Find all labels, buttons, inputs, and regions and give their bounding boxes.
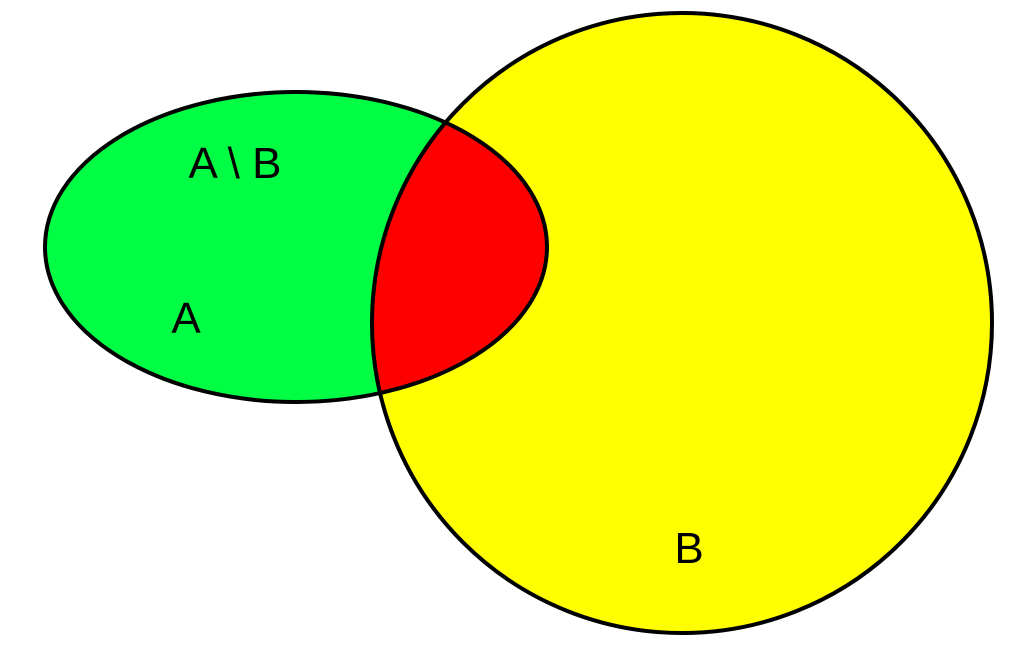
set-b-label: B <box>674 524 703 573</box>
set-a-outline <box>43 90 549 404</box>
set-b-outline <box>370 11 994 635</box>
set-b-region <box>372 13 992 633</box>
difference-label: A \ B <box>189 139 282 188</box>
set-a-label: A <box>171 294 201 343</box>
